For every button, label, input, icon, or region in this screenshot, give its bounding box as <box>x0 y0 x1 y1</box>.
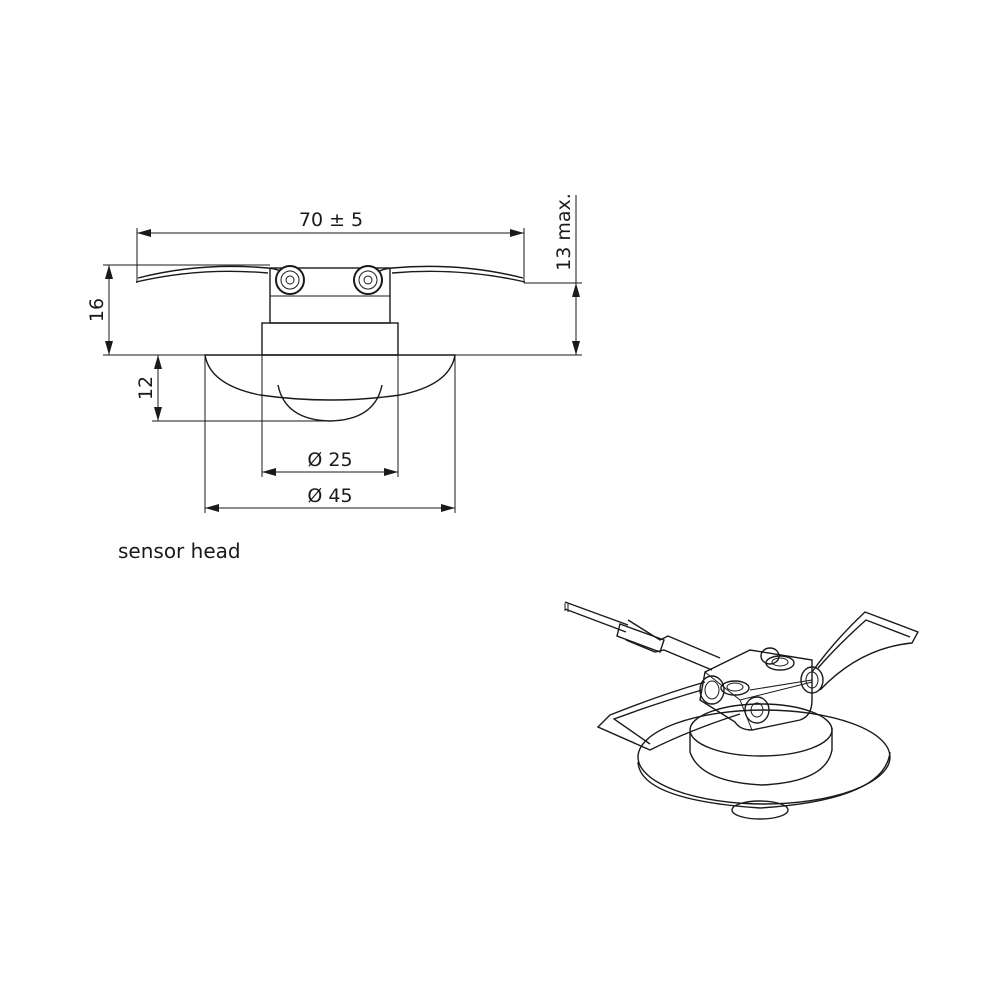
terminal-right <box>353 265 383 295</box>
spring-clip-right <box>372 265 526 283</box>
iso-terminal-block <box>699 649 813 731</box>
spring-clip-left <box>135 265 288 283</box>
dim-height-max: 13 max. <box>553 193 575 271</box>
dome-outline <box>277 384 383 422</box>
dim-flange-diameter: Ø 45 <box>307 485 352 507</box>
dim-dome-height: 12 <box>135 376 157 400</box>
iso-coil-left <box>699 675 725 705</box>
iso-coil-front <box>744 696 770 724</box>
isometric-view <box>564 601 919 820</box>
iso-cable <box>564 601 721 671</box>
dim-height-left: 16 <box>86 298 108 322</box>
flange-outline <box>204 354 456 401</box>
iso-flange <box>637 751 891 809</box>
dim-width-total: 70 ± 5 <box>299 209 363 231</box>
iso-coil-top <box>760 647 780 665</box>
iso-clip-left <box>596 681 741 751</box>
terminal-left <box>275 265 305 295</box>
iso-body <box>689 728 833 786</box>
caption: sensor head <box>118 539 241 563</box>
body-block <box>261 322 399 356</box>
dimension-lines <box>103 195 582 513</box>
side-view <box>135 265 526 422</box>
dim-dome-diameter: Ø 25 <box>307 449 352 471</box>
iso-clip-right <box>811 611 919 691</box>
